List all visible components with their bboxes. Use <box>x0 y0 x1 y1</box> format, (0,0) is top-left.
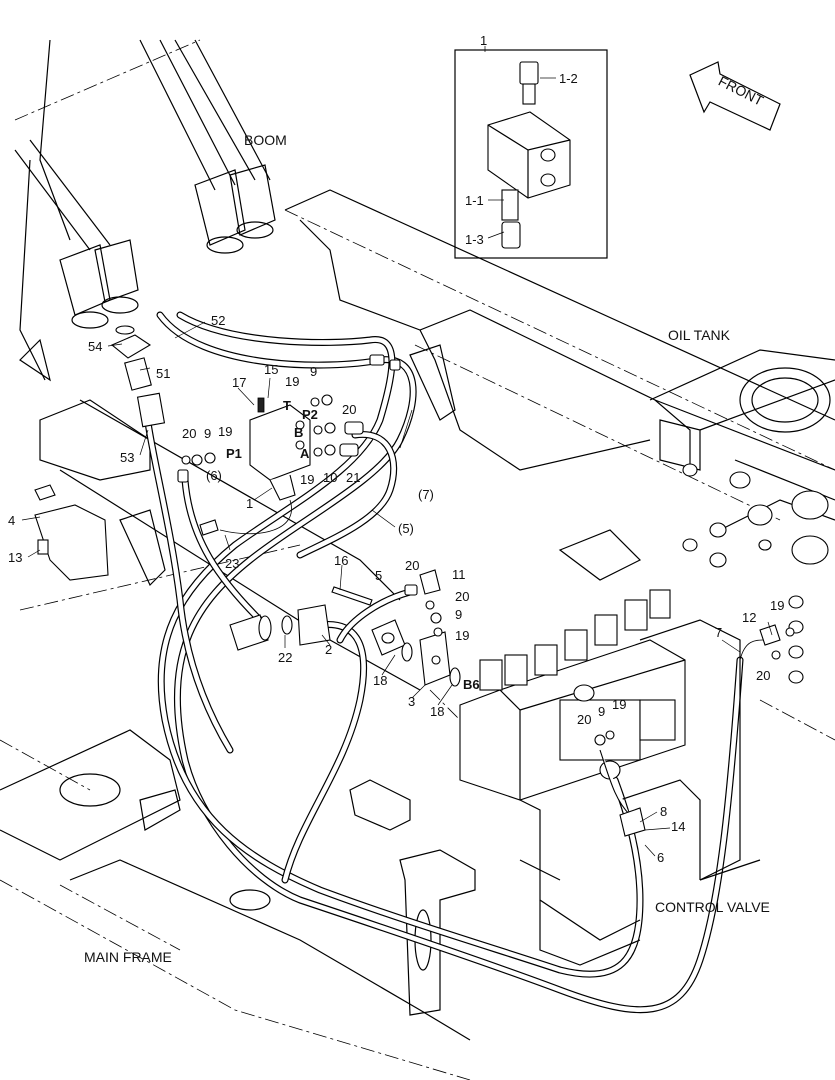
front-arrow-label: FRONT <box>716 73 767 109</box>
callout-11: 11 <box>452 567 466 582</box>
callout-7-paren: (7) <box>418 487 434 502</box>
callout-53: 53 <box>120 450 134 465</box>
callout-51: 51 <box>156 366 170 381</box>
callout-19-b: 19 <box>218 424 232 439</box>
callout-8: 8 <box>660 804 667 819</box>
callout-20-a: 20 <box>342 402 356 417</box>
callout-9-a: 9 <box>310 364 317 379</box>
port-label-p2: P2 <box>302 407 318 422</box>
callout-9-d: 9 <box>598 704 605 719</box>
control-valve <box>459 589 795 966</box>
callout-6: 6 <box>657 850 664 865</box>
inset-label-1-3: 1-3 <box>465 232 484 247</box>
callout-23: 23 <box>225 556 239 571</box>
port-label-b6: B6 <box>463 677 480 692</box>
fittings <box>177 354 401 536</box>
callout-22: 22 <box>278 650 292 665</box>
callout-15: 15 <box>264 362 278 377</box>
valve-block <box>249 397 311 501</box>
callout-19-c: 19 <box>300 472 314 487</box>
callout-16: 16 <box>334 553 348 568</box>
callout-19-f: 19 <box>612 697 626 712</box>
section-label-boom: BOOM <box>244 132 287 148</box>
oil-tank <box>649 349 835 684</box>
callout-18-b: 18 <box>430 704 444 719</box>
callout-7: 7 <box>715 625 722 640</box>
callout-54: 54 <box>88 339 102 354</box>
callout-12: 12 <box>742 610 756 625</box>
callout-14: 14 <box>671 819 685 834</box>
callout-20-e: 20 <box>756 668 770 683</box>
callout-20-d: 20 <box>455 589 469 604</box>
callout-21: 21 <box>346 470 360 485</box>
frame-phantom-lines <box>0 39 835 1080</box>
callout-9-b: 9 <box>204 426 211 441</box>
callout-5: 5 <box>375 568 382 583</box>
inset-label-1-1: 1-1 <box>465 193 484 208</box>
front-arrow <box>689 61 781 131</box>
inset-label-1-2: 1-2 <box>559 71 578 86</box>
callout-10: 10 <box>323 470 337 485</box>
boom-cylinders <box>14 39 276 329</box>
leader-lines <box>21 46 773 857</box>
callout-13: 13 <box>8 550 22 565</box>
port-label-p1: P1 <box>226 446 242 461</box>
section-label-control-valve: CONTROL VALVE <box>655 899 770 915</box>
section-label-main-frame: MAIN FRAME <box>84 949 172 965</box>
callout-18-a: 18 <box>373 673 387 688</box>
callout-6-paren: (6) <box>206 468 222 483</box>
port-label-t: T <box>283 398 291 413</box>
hoses <box>141 311 766 1014</box>
port-label-b: B <box>294 425 303 440</box>
callout-20-c: 20 <box>405 558 419 573</box>
main-frame-structure <box>0 39 835 1041</box>
callout-1: 1 <box>246 496 253 511</box>
swivel-assembly <box>110 325 166 428</box>
callout-17: 17 <box>232 375 246 390</box>
callout-9-c: 9 <box>455 607 462 622</box>
callout-2: 2 <box>325 642 332 657</box>
callout-20-b: 20 <box>182 426 196 441</box>
port-label-a: A <box>300 446 310 461</box>
callout-19-e: 19 <box>770 598 784 613</box>
callout-52: 52 <box>211 313 225 328</box>
callout-5-paren: (5) <box>398 521 414 536</box>
callout-4: 4 <box>8 513 15 528</box>
callout-3: 3 <box>408 694 415 709</box>
section-label-oil-tank: OIL TANK <box>668 327 731 343</box>
inset-detail <box>454 49 608 259</box>
callout-20-f: 20 <box>577 712 591 727</box>
callout-19-d: 19 <box>455 628 469 643</box>
bracket <box>34 484 109 581</box>
inset-title: 1 <box>480 33 487 48</box>
callout-19-a: 19 <box>285 374 299 389</box>
